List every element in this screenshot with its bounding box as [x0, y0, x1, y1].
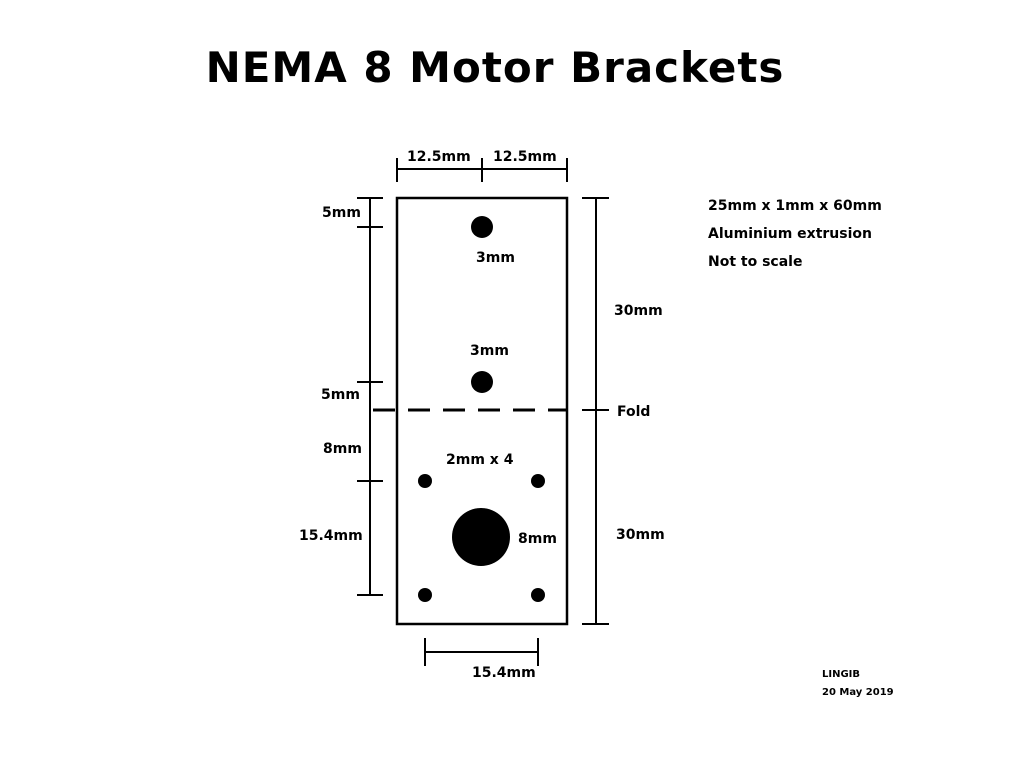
mount-hole-top-left [418, 474, 432, 488]
left-dimension [357, 197, 383, 596]
top-right-width-label: 12.5mm [493, 149, 557, 165]
upper-hole-label: 3mm [476, 250, 515, 266]
right-lower-label: 30mm [616, 527, 665, 543]
mount-hole-bottom-right [531, 588, 545, 602]
lower-hole-label: 3mm [470, 343, 509, 359]
left-hole-spacing-label: 15.4mm [299, 528, 363, 544]
bottom-dimension [424, 638, 539, 666]
bottom-hole-spacing-label: 15.4mm [472, 665, 536, 681]
spec-size-label: 25mm x 1mm x 60mm [708, 198, 882, 214]
left-fold-offset-label: 5mm [321, 387, 360, 403]
mount-holes-label: 2mm x 4 [446, 452, 514, 468]
top-dimension [396, 158, 568, 182]
page-title: NEMA 8 Motor Brackets [205, 43, 785, 92]
left-top-offset-label: 5mm [322, 205, 361, 221]
upper-hole [471, 216, 493, 238]
mount-hole-top-right [531, 474, 545, 488]
spec-material-label: Aluminium extrusion [708, 226, 872, 242]
spec-scale-label: Not to scale [708, 254, 802, 270]
top-left-width-label: 12.5mm [407, 149, 471, 165]
mount-hole-bottom-left [418, 588, 432, 602]
date-label: 20 May 2019 [822, 687, 894, 698]
fold-label: Fold [617, 404, 650, 420]
author-label: LINGIB [822, 669, 860, 680]
center-hole-label: 8mm [518, 531, 557, 547]
lower-hole [471, 371, 493, 393]
right-dimension [582, 197, 609, 625]
center-hole [452, 508, 510, 566]
left-upper-lower-label: 8mm [323, 441, 362, 457]
right-upper-label: 30mm [614, 303, 663, 319]
